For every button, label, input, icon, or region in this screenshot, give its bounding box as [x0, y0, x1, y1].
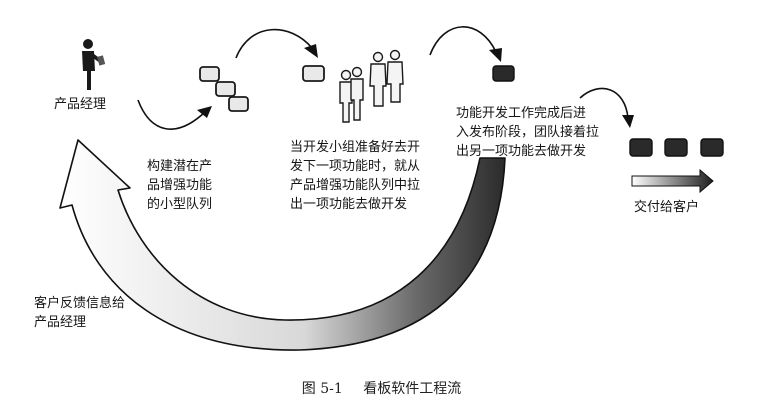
card-icon — [215, 81, 236, 97]
arrow-icon — [304, 44, 318, 58]
figure-caption: 图 5-1 看板软件工程流 — [0, 378, 763, 398]
team-icon — [339, 49, 404, 123]
arrow-icon — [197, 106, 212, 118]
arrow-icon — [235, 28, 313, 59]
figure-number: 图 5-1 — [301, 381, 343, 397]
arrow-icon — [137, 99, 206, 130]
pull-feature-label: 当开发小组准备好去开 发下一项功能时，就从 产品增强功能队列中拉 出一项功能去做… — [290, 140, 421, 212]
arrow-icon — [429, 26, 497, 56]
card-icon — [700, 138, 724, 157]
person-icon — [82, 39, 106, 90]
backlog-label: 构建潜在产 品增强功能 的小型队列 — [147, 159, 213, 212]
card-icon — [629, 138, 653, 157]
arrow-icon — [579, 87, 629, 119]
feedback-loop-arrow — [59, 139, 506, 351]
deliver-arrow — [631, 168, 714, 194]
card-icon — [664, 138, 688, 157]
card-icon — [228, 96, 249, 112]
card-icon — [492, 65, 515, 82]
card-icon — [302, 65, 325, 82]
backlog-cards — [199, 66, 249, 112]
card-icon — [199, 66, 220, 82]
figure-title: 看板软件工程流 — [363, 381, 462, 397]
arrow-icon — [622, 115, 634, 128]
deliver-label: 交付给客户 — [634, 200, 700, 215]
feedback-label: 客户反馈信息给 产品经理 — [34, 296, 126, 330]
product-manager-label: 产品经理 — [54, 97, 107, 112]
delivered-cards — [629, 138, 724, 157]
arrow-icon — [489, 48, 502, 62]
release-label: 功能开发工作完成后进 入发布阶段，团队接着拉 出另一项功能去做开发 — [456, 106, 600, 159]
